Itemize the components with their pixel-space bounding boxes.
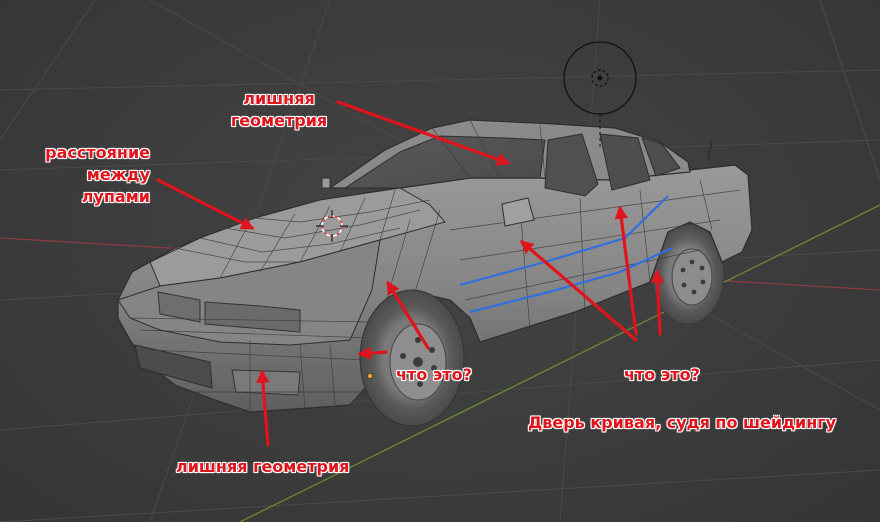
3d-cursor-icon[interactable]: [316, 210, 348, 242]
arrow-loop-distance: [156, 178, 255, 230]
lower-grille: [134, 344, 213, 389]
note-what-is-this-right: что это?: [624, 365, 700, 384]
note-loop-distance-line2: между: [86, 165, 150, 184]
sun-light-icon[interactable]: [563, 41, 637, 150]
antenna: [707, 139, 713, 161]
note-extra-geometry-top-line1: лишняя: [243, 89, 315, 108]
annotation-arrows: [156, 100, 665, 447]
object-origin: [367, 373, 373, 379]
note-what-is-this-left: что это?: [396, 365, 472, 384]
side-mirror[interactable]: [501, 197, 535, 227]
selected-edge-loops[interactable]: [459, 195, 673, 314]
fog-light: [231, 369, 301, 396]
windshield: [343, 135, 546, 189]
note-loop-distance-line1: расстояние: [45, 143, 150, 162]
note-extra-geometry-top: лишняя геометрия: [214, 88, 344, 132]
hood-ornament: [321, 177, 331, 189]
front-wheel[interactable]: [359, 289, 465, 427]
arrow-what-right-2: [614, 205, 638, 336]
note-loop-distance: расстояние между лупами: [18, 142, 150, 208]
note-extra-geometry-top-line2: геометрия: [230, 111, 328, 130]
front-door-window: [544, 133, 599, 197]
arrow-extra-geometry-bottom: [256, 369, 270, 447]
arrow-extra-geometry-top: [336, 100, 511, 166]
rear-quarter-window: [641, 137, 681, 177]
arrow-what-right-1: [519, 240, 638, 342]
y-axis-line: [239, 204, 880, 522]
arrow-what-left-2: [357, 346, 388, 360]
note-extra-geometry-bottom: лишняя геометрия: [176, 457, 350, 476]
arrow-what-left-1: [386, 280, 430, 350]
note-door-curved: Дверь кривая, судя по шейдингу: [528, 413, 837, 432]
arrow-what-right-3: [650, 269, 665, 336]
note-loop-distance-line3: лупами: [81, 187, 150, 206]
headlight-left: [157, 291, 201, 323]
rear-door-window: [599, 133, 651, 191]
